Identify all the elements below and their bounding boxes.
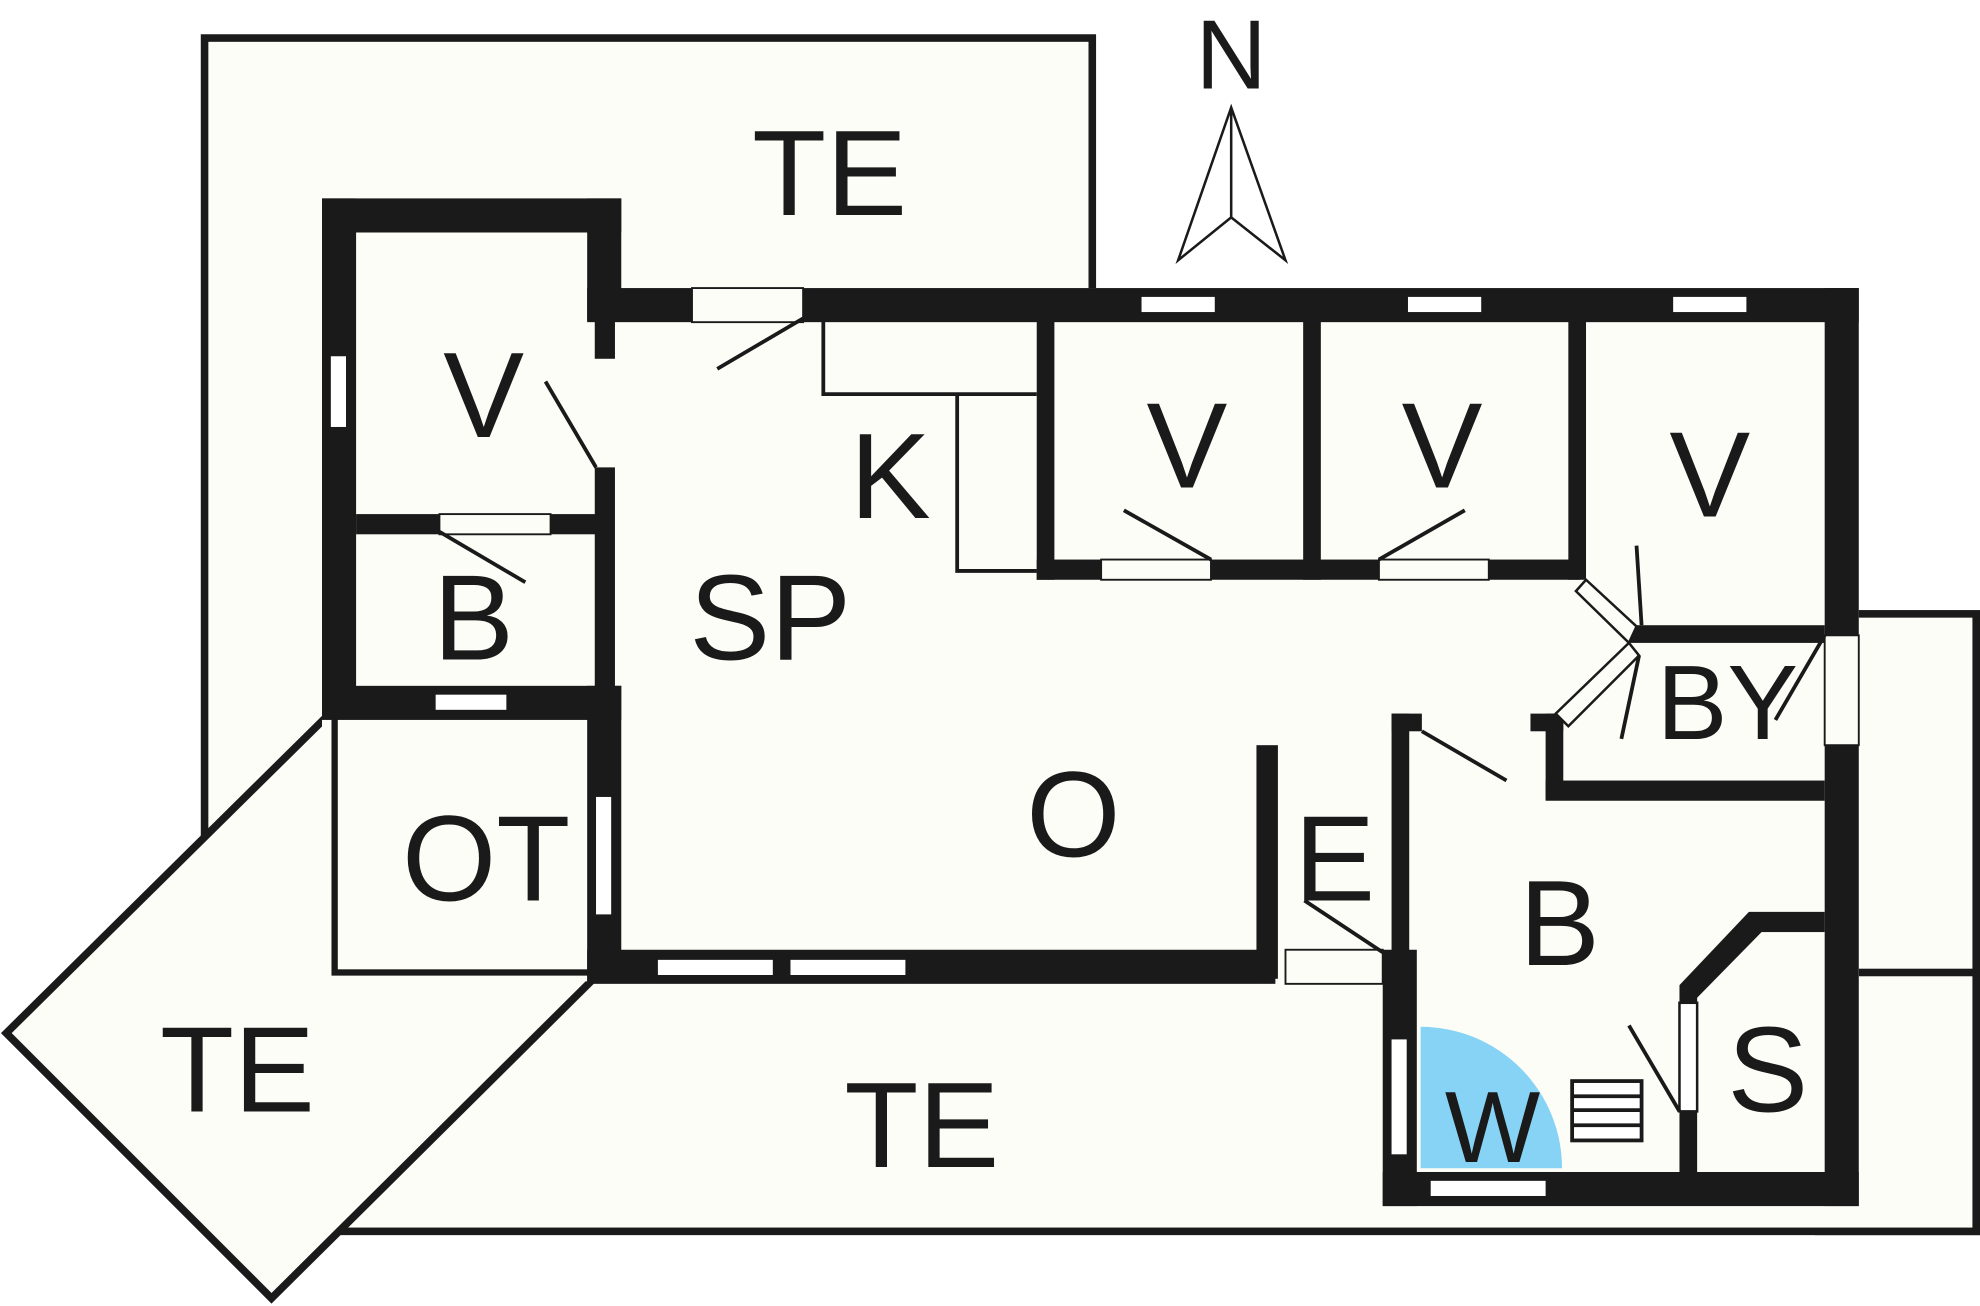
kitchen-counters [821,320,1037,573]
windows [328,294,1749,1199]
label-bedroom-nw: V [443,327,524,463]
north-label: N [1196,0,1267,110]
doorways [438,287,1860,985]
label-terrace-top: TE [752,105,907,241]
label-terrace-bottom: TE [844,1057,999,1193]
door-swings [438,316,1827,1113]
label-kitchen: K [850,408,931,544]
label-entrance: E [1294,791,1375,927]
shower-icon [1570,1079,1644,1143]
label-dining: SP [689,549,851,685]
label-bedroom-2: V [1147,378,1228,514]
label-bedroom-4: V [1669,407,1750,543]
label-bedroom-3: V [1402,378,1483,514]
room-labels: TE TE TE V B SP K V V V O OT E BY B S W [160,105,1808,1193]
label-annex: BY [1657,644,1798,762]
label-living: O [1026,746,1120,882]
label-terrace-left: TE [160,1001,315,1137]
label-sauna: S [1727,1001,1808,1137]
north-arrow-icon [1175,103,1289,265]
label-bath-east: B [1519,855,1600,991]
label-whirlpool: W [1445,1072,1540,1184]
label-bath-west: B [433,549,514,685]
whirlpool-tub [1420,1026,1563,1169]
label-outdoor-room: OT [402,791,570,927]
